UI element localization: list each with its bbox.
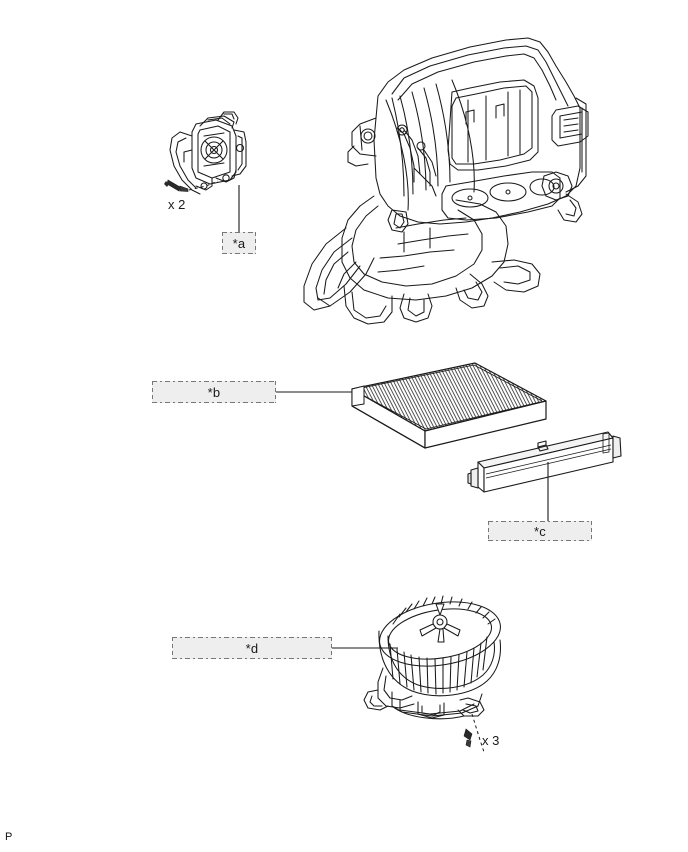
callout-box-d[interactable]: *d — [172, 637, 332, 659]
servo-screw-assembly-line — [188, 180, 219, 191]
cabin-air-filter-drawing — [351, 362, 547, 449]
blower-motor-drawing — [363, 595, 501, 720]
callout-label-c: *c — [534, 523, 546, 539]
callout-box-a[interactable]: *a — [222, 232, 256, 254]
callout-label-a: *a — [232, 235, 246, 251]
callout-box-c[interactable]: *c — [488, 521, 592, 541]
callout-box-b[interactable]: *b — [152, 381, 276, 403]
hvac-housing-drawing — [303, 37, 589, 325]
blower-screw-icon — [463, 728, 473, 748]
servo-motor-drawing — [169, 111, 247, 195]
page-corner-mark: P — [5, 831, 13, 843]
quantity-label-servo-screws: x 2 — [168, 197, 186, 212]
callout-label-b: *b — [207, 384, 221, 400]
callout-label-d: *d — [245, 640, 259, 656]
air-filter-cover-drawing — [467, 431, 622, 493]
quantity-label-blower-screws: x 3 — [482, 733, 500, 748]
servo-screw-icon — [164, 179, 189, 192]
